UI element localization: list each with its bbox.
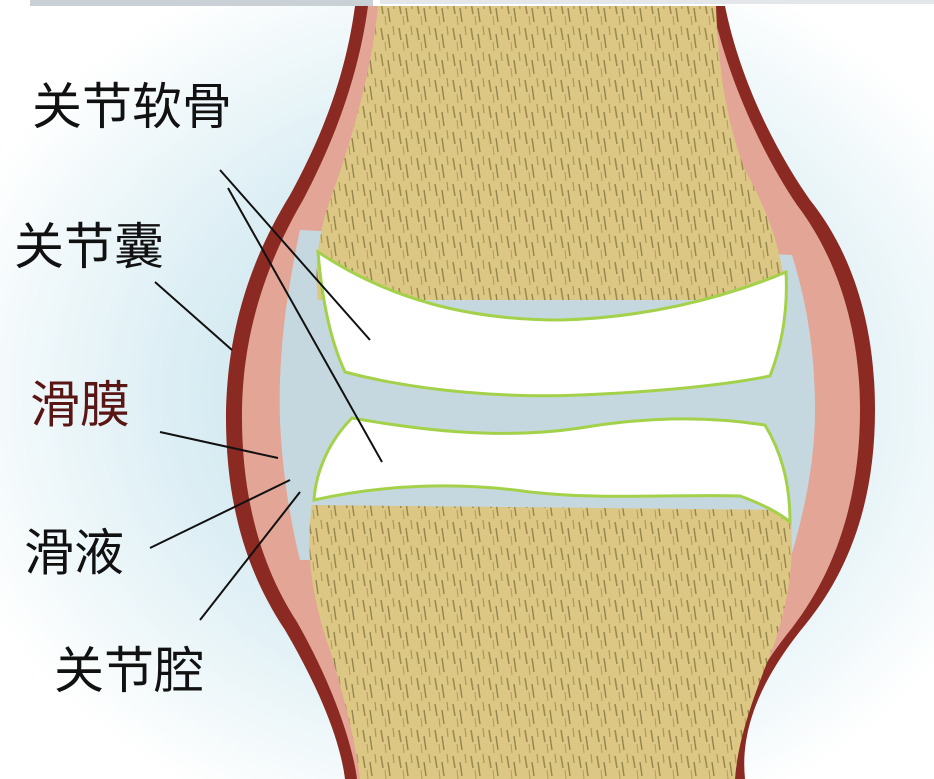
label-joint-cavity: 关节腔 <box>54 646 204 696</box>
label-joint-capsule: 关节囊 <box>14 222 164 272</box>
upper-bone <box>317 6 786 300</box>
label-articular-cartilage: 关节软骨 <box>32 82 232 132</box>
label-synovium: 滑膜 <box>30 380 130 430</box>
label-synovial-fluid: 滑液 <box>24 528 124 578</box>
lower-bone <box>309 505 792 779</box>
